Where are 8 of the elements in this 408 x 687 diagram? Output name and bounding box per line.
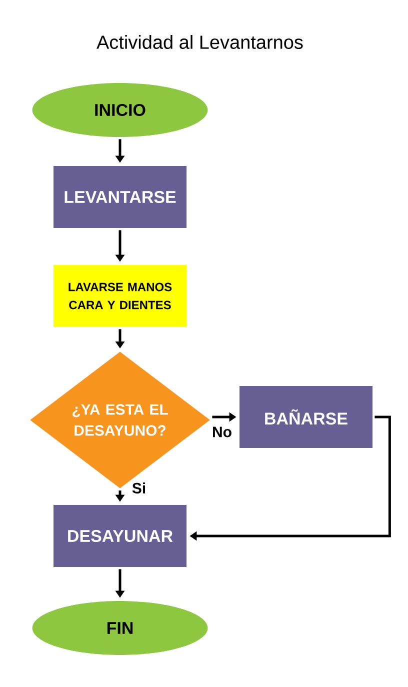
edge-label: No bbox=[211, 426, 233, 438]
process-box: LEVANTARSE bbox=[54, 166, 186, 228]
title: Actividad al Levantarnos bbox=[96, 35, 303, 49]
start-oval: INICIO bbox=[32, 83, 208, 137]
process-box: BAÑARSE bbox=[240, 386, 372, 448]
process-box: DESAYUNAR bbox=[54, 505, 186, 567]
end-oval: FIN bbox=[32, 601, 208, 655]
process-box: LAVARSE MANOS CARA Y DIENTES bbox=[54, 265, 186, 327]
